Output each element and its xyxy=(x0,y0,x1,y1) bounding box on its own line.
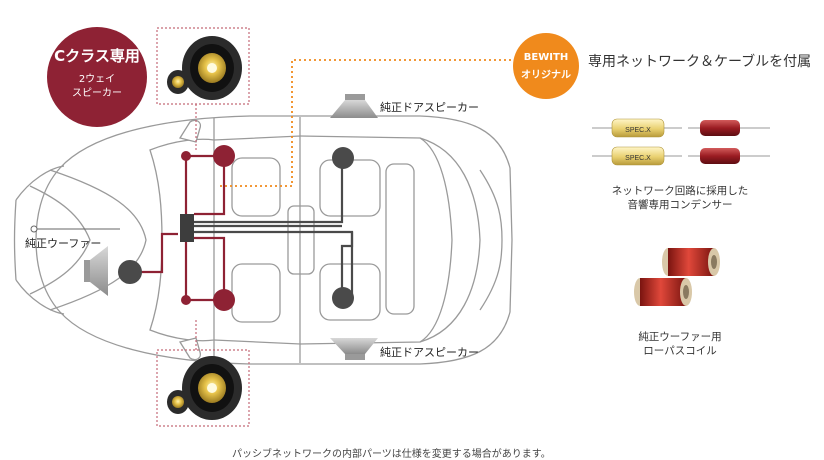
midbass-dot-top xyxy=(213,145,235,167)
door-speaker-top-icon xyxy=(330,94,378,118)
c-class-badge-line2: スピーカー xyxy=(72,88,122,99)
capacitor-caption-line2: 音響専用コンデンサー xyxy=(627,199,733,211)
bewith-badge-line1: BEWITH xyxy=(523,52,569,63)
door-speaker-bottom-label: 純正ドアスピーカー xyxy=(380,346,479,359)
tweeter-dot-bottom xyxy=(181,295,191,305)
bewith-wiring xyxy=(130,154,226,302)
mirror-top xyxy=(178,119,202,143)
network-box xyxy=(180,214,194,242)
capacitor-print-1: SPEC.X xyxy=(625,127,651,134)
door-speaker-bottom-icon xyxy=(330,338,378,360)
capacitor-caption-line1: ネットワーク回路に採用した xyxy=(611,185,749,197)
speaker-callout-bottom xyxy=(156,349,250,427)
c-class-badge-line1: 2ウェイ xyxy=(78,74,116,85)
bewith-badge-line2: オリジナル xyxy=(521,70,571,81)
capacitor-print-2: SPEC.X xyxy=(625,155,651,162)
rear-speaker-dot-top xyxy=(332,147,354,169)
capacitors-photo: SPEC.X SPEC.X xyxy=(592,118,770,166)
rear-speaker-dot-bottom xyxy=(332,287,354,309)
woofer-label: 純正ウーファー xyxy=(25,237,102,250)
door-speaker-top-label: 純正ドアスピーカー xyxy=(380,101,479,114)
network-leader-line xyxy=(220,59,516,187)
tweeter-dot-top xyxy=(181,151,191,161)
woofer-speaker-icon xyxy=(84,246,108,296)
mirror-bottom xyxy=(178,337,202,361)
stock-wiring xyxy=(194,158,354,296)
capacitor-caption: ネットワーク回路に採用した 音響専用コンデンサー xyxy=(590,184,770,212)
speaker-callout-top xyxy=(156,27,250,105)
car-body xyxy=(35,115,513,365)
coil-caption-line1: 純正ウーファー用 xyxy=(638,331,722,343)
coils-photo xyxy=(634,248,720,306)
headline: 専用ネットワーク＆ケーブルを付属 xyxy=(588,54,812,70)
product-speaker-top xyxy=(167,36,242,100)
coil-caption-line2: ローパスコイル xyxy=(643,345,717,357)
c-class-badge: Cクラス専用 2ウェイ スピーカー xyxy=(47,27,147,127)
midbass-dot-bottom xyxy=(213,289,235,311)
c-class-badge-title: Cクラス専用 xyxy=(54,47,140,65)
coil-caption: 純正ウーファー用 ローパスコイル xyxy=(600,330,760,358)
product-speaker-bottom xyxy=(167,356,242,420)
footer-note: パッシブネットワークの内部パーツは仕様を変更する場合があります。 xyxy=(232,449,551,460)
bewith-original-badge: BEWITH オリジナル xyxy=(513,33,579,99)
woofer-dot xyxy=(118,260,142,284)
